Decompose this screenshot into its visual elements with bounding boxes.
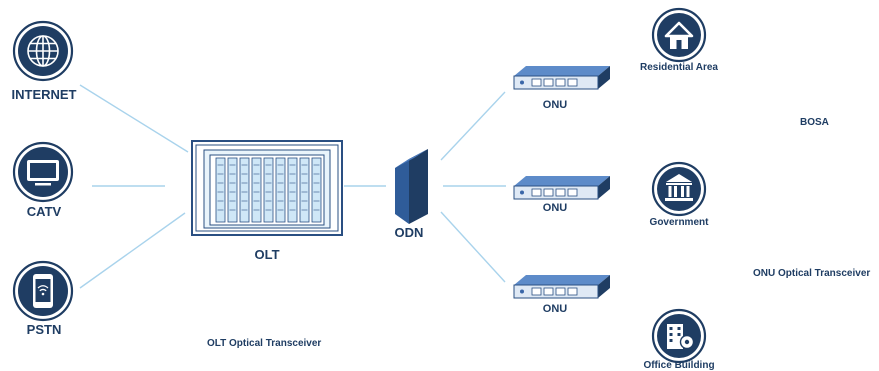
onu-led [520,190,524,195]
line-pstn-olt [79,212,186,289]
source-label-pstn: PSTN [26,322,62,337]
onu-label-bottom: ONU [542,303,568,315]
house-icon [651,7,707,63]
odn-splitter [395,149,428,224]
olt-slots [215,157,322,223]
olt-label: OLT [254,247,280,262]
olt-slot [239,157,250,223]
line-odn-onu-bottom [440,211,506,283]
onu-port [531,287,542,296]
onu-transceiver-caption: ONU Optical Transceiver [753,268,871,279]
tv-icon [12,141,74,203]
onu-label-middle: ONU [542,202,568,214]
olt-slot [287,157,298,223]
onu-devices [513,66,610,299]
olt-slot [251,157,262,223]
destination-label-residential: Residential Area [640,62,718,73]
government-building-icon [651,161,707,217]
source-label-catv: CATV [26,204,62,219]
connection-lines [79,84,506,289]
olt-slot [299,157,310,223]
onu-led [520,80,524,85]
smartphone-icon [12,260,74,322]
olt-slot [311,157,322,223]
onu-port [555,188,566,197]
olt-slot [263,157,274,223]
onu-port [555,287,566,296]
onu-label-top: ONU [542,99,568,111]
office-building-icon [651,308,707,364]
olt-slot [227,157,238,223]
onu-device [513,275,610,299]
onu-port [543,188,554,197]
onu-device [513,176,610,200]
onu-port [543,78,554,87]
line-internet-olt [79,84,189,153]
onu-port [543,287,554,296]
destination-label-government: Government [649,217,709,228]
olt-slot [275,157,286,223]
bosa-caption: BOSA [800,117,829,128]
onu-port [567,78,578,87]
onu-port [555,78,566,87]
onu-device [513,66,610,90]
odn-label: ODN [394,225,424,240]
olt-device [191,140,343,236]
globe-icon [12,20,74,82]
destination-label-office: Office Building [643,360,715,371]
onu-port [531,188,542,197]
onu-port [567,287,578,296]
onu-port [567,188,578,197]
olt-transceiver-caption: OLT Optical Transceiver [207,338,322,349]
olt-slot [215,157,226,223]
line-odn-onu-top [440,91,506,161]
onu-led [520,289,524,294]
onu-port [531,78,542,87]
source-label-internet: INTERNET [11,87,77,102]
